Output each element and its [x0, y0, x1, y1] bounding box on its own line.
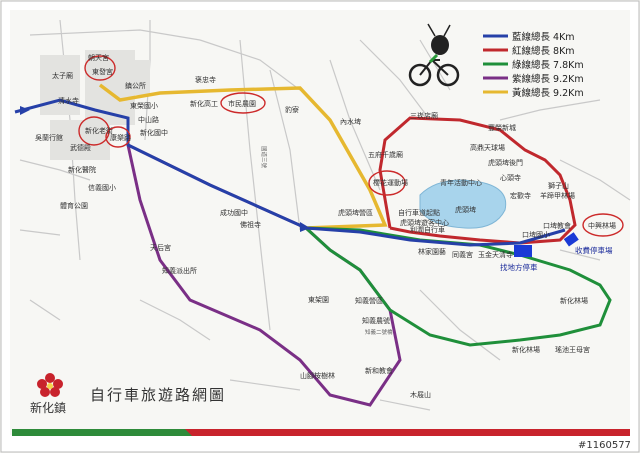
place-label: 褒忠寺	[195, 75, 216, 84]
legend-item-green: 綠線總長 7.8Km	[483, 59, 584, 71]
place-label: 口埤教會	[543, 221, 571, 230]
parking-marker	[514, 245, 532, 257]
cyclist-mascot-icon	[408, 23, 460, 87]
place-label: 佛祖寺	[240, 220, 261, 229]
place-label: 信義國小	[88, 183, 116, 192]
place-label: 中興林場	[588, 221, 616, 230]
place-label: 知義派出所	[162, 266, 197, 275]
place-label: 自行車道起點	[398, 208, 440, 217]
place-labels: 太子廟 朝天宮 清水寺 東發宮 鎮公所 東榮國小 新化國中 中山路 康樂路 新化…	[35, 53, 616, 399]
place-label: 青年活動中心	[440, 178, 482, 187]
place-label: 東架園	[308, 295, 329, 304]
place-label: 知義二號橋	[365, 328, 393, 336]
place-label: 新化林場	[560, 296, 588, 305]
place-label: 新化高工	[190, 99, 218, 108]
place-label: 豹寮	[285, 105, 299, 114]
place-label: 利潤自行車	[410, 225, 445, 234]
footer-band-green	[12, 429, 192, 436]
place-label: 體育公園	[60, 201, 88, 210]
blue-arrow-icon	[20, 106, 30, 115]
place-label: 高鼎天球場	[470, 143, 505, 152]
place-label: 獅子山	[548, 181, 569, 190]
legend-item-blue: 藍線總長 4Km	[483, 31, 575, 43]
place-label: 同義宮	[452, 250, 473, 259]
place-label: 瑤池王母宮	[555, 345, 590, 354]
place-label: 武德殿	[70, 143, 91, 152]
yellow-route-line	[98, 83, 388, 230]
place-label: 櫻花運動場	[373, 178, 408, 187]
place-label: 虎頭埤遊客中心	[400, 218, 449, 227]
place-label: 五府千歲廟	[368, 150, 403, 159]
place-label: 玉金天清寺	[478, 250, 513, 259]
place-label: 內水埤	[340, 117, 361, 126]
legend-label: 紫線總長 9.2Km	[512, 73, 584, 85]
place-label: 虎頭埤營區	[338, 208, 373, 217]
footer-band-red	[185, 429, 630, 436]
place-label: 林家園藝	[418, 247, 446, 256]
legend-item-yellow: 黃線總長 9.2Km	[483, 87, 584, 99]
legend-label: 紅線總長 8Km	[512, 45, 575, 57]
place-label: 心頭寺	[500, 174, 521, 182]
map-title: 自行車旅遊路網圖	[90, 386, 226, 404]
place-label: 市民農園	[228, 99, 256, 108]
place-label: 國道三號	[260, 146, 268, 169]
toll-parking-marker	[563, 232, 579, 247]
place-label: 豐榮新城	[488, 123, 516, 132]
legend-label: 綠線總長 7.8Km	[512, 59, 584, 71]
place-label: 山腳桉樹林	[300, 371, 335, 380]
place-label: 東發宮	[92, 67, 113, 76]
place-label: 成功國中	[220, 208, 248, 217]
place-label: 天后宮	[150, 243, 171, 252]
place-label: 知義農號	[362, 316, 390, 325]
legend-item-purple: 紫線總長 9.2Km	[483, 73, 584, 85]
town-logo-text: 新化鎮	[30, 400, 66, 415]
place-label: 虎頭埤	[455, 205, 476, 214]
legend-label: 黃線總長 9.2Km	[512, 87, 584, 99]
highlight-rings	[78, 55, 624, 237]
place-label: 東榮國小	[130, 101, 158, 110]
place-label: 三崁店廟	[410, 111, 438, 120]
town-logo-icon	[37, 373, 63, 397]
place-label: 新化國中	[140, 128, 168, 137]
red-route-line	[378, 116, 577, 245]
blue-arrow-icon	[300, 222, 310, 232]
place-label: 找地方停車	[500, 262, 538, 272]
place-label: 吳蘭行館	[35, 133, 63, 142]
watermark-text: #1160577	[578, 440, 631, 451]
place-label: 木屐山	[410, 390, 431, 399]
place-label: 新化醫院	[68, 165, 96, 174]
blue-route-line	[14, 98, 566, 247]
place-label: 宏歡寺	[510, 191, 531, 200]
place-label: 康樂路	[110, 133, 131, 142]
hutoupi-reservoir	[419, 179, 507, 229]
place-label: 太子廟	[52, 71, 73, 80]
place-label: 新化林場	[512, 345, 540, 354]
place-label: 朝天宮	[88, 53, 109, 62]
place-label: 收費停車場	[575, 245, 613, 255]
place-label: 口埤國小	[522, 230, 550, 239]
legend: 藍線總長 4Km 紅線總長 8Km 綠線總長 7.8Km 紫線總長 9.2Km …	[483, 31, 584, 99]
place-label: 新和教會	[365, 366, 393, 375]
legend-item-red: 紅線總長 8Km	[483, 45, 575, 57]
place-label: 新化老街	[85, 126, 113, 135]
place-label: 中山路	[138, 115, 159, 124]
legend-label: 藍線總長 4Km	[512, 31, 575, 43]
place-label: 羊蹄甲林場	[540, 191, 575, 200]
place-label: 虎頭埤後門	[488, 158, 523, 167]
place-label: 鎮公所	[125, 81, 146, 90]
place-label: 知義營區	[355, 296, 383, 305]
place-label: 清水寺	[58, 96, 79, 105]
